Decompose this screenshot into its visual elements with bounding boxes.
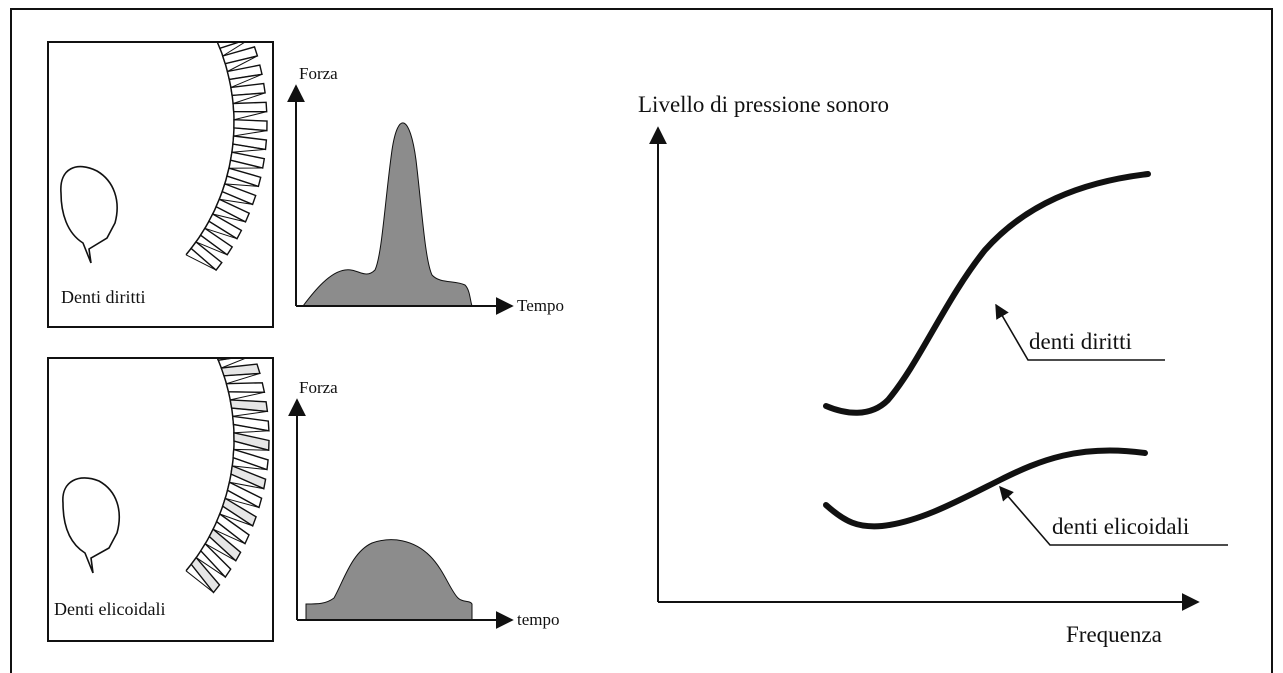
leader-helical <box>999 485 1228 546</box>
gear-tooth-face <box>185 248 217 271</box>
hub-icon <box>60 165 118 264</box>
panel-label-helical: Denti elicoidali <box>52 599 168 620</box>
helical-gear-illustration <box>62 359 270 594</box>
gear-tooth-face <box>212 206 246 223</box>
gear-tooth-face <box>232 92 266 104</box>
gear-tooth-face <box>233 111 267 121</box>
figure-frame <box>10 8 1273 673</box>
gear-tooth-face <box>204 220 238 240</box>
annotation-helical: denti elicoidali <box>1052 514 1190 539</box>
gear-tooth-face <box>231 407 268 417</box>
curve-helical-teeth <box>823 447 1148 530</box>
gear-tooth-face <box>185 563 214 593</box>
gear-tooth-face <box>219 43 245 57</box>
gear-tooth-face <box>228 159 263 169</box>
leader-straight <box>995 303 1165 361</box>
gear-tooth-face <box>225 55 258 72</box>
gear-tooth-face <box>229 73 263 88</box>
gear-tooth-face <box>218 359 245 369</box>
noise-ylabel: Livello di pressione sonoro <box>638 92 890 117</box>
gear-tooth-face <box>204 536 237 562</box>
gear-tooth-face <box>212 521 246 545</box>
gear-tooth-face <box>225 489 260 508</box>
straight-gear-illustration <box>60 43 268 272</box>
gear-tooth-face <box>233 127 267 137</box>
gear-panel-straight: Denti diritti <box>47 41 274 328</box>
force-xlabel-top: Tempo <box>517 296 564 315</box>
gear-tooth-face <box>229 473 265 490</box>
gear-panel-helical: Denti elicoidali <box>47 357 274 642</box>
gear-rim-helical <box>185 359 270 594</box>
gear-tooth-face <box>233 424 269 434</box>
force-curve-straight <box>301 122 473 307</box>
gear-tooth-face <box>195 234 228 256</box>
gear-tooth-face <box>224 175 259 187</box>
force-ylabel-top: Forza <box>299 64 338 83</box>
gear-tooth-face <box>195 550 226 578</box>
force-ylabel-bottom: Forza <box>299 378 338 397</box>
gear-tooth-face <box>219 191 253 205</box>
gear-tooth-face <box>233 440 269 451</box>
gear-tooth-face <box>232 457 268 471</box>
gear-tooth-face <box>231 143 266 153</box>
curve-straight-teeth <box>823 171 1151 416</box>
force-curve-helical <box>305 539 473 621</box>
gear-tooth-face <box>223 372 261 385</box>
noise-xlabel: Frequenza <box>1066 622 1162 647</box>
panel-label-straight: Denti diritti <box>59 287 148 308</box>
force-xlabel-bottom: tempo <box>517 610 560 629</box>
hub-icon <box>62 477 121 574</box>
gear-tooth-face <box>219 505 253 527</box>
gear-tooth-face <box>228 391 265 401</box>
annotation-straight: denti diritti <box>1029 329 1132 354</box>
gear-rim-straight <box>185 43 268 272</box>
